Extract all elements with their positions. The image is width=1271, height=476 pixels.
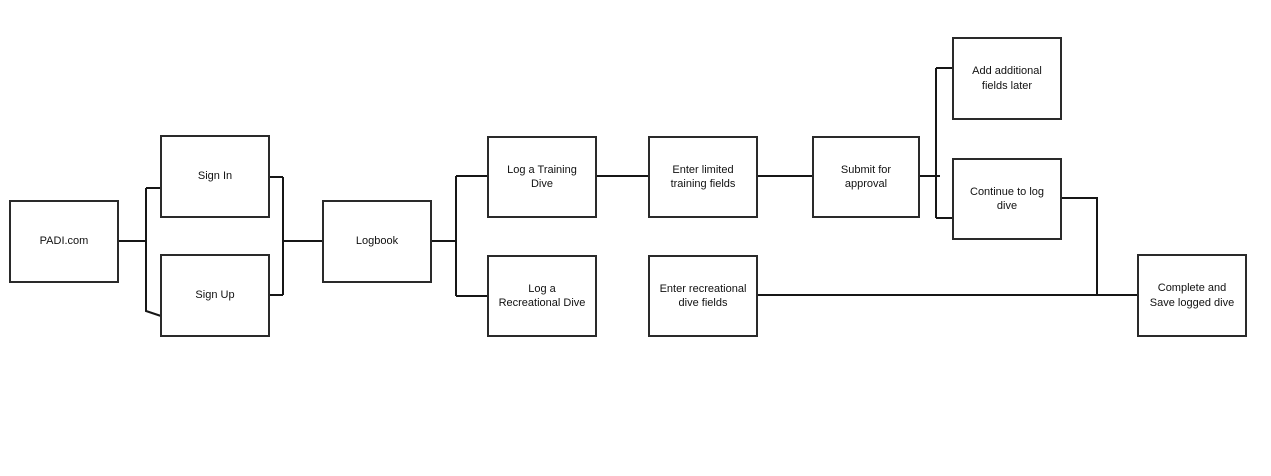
node-label: Add additional fields later (972, 65, 1042, 92)
node-label: Logbook (355, 235, 399, 248)
node-enter-recreational-dive-fields: Enter recreational dive fields (648, 255, 758, 337)
node-continue-to-log-dive: Continue to log dive (952, 158, 1062, 240)
node-log-a-training-dive: Log a Training Dive (487, 136, 597, 218)
node-submit-for-approval: Submit for approval (812, 136, 920, 218)
node-label: Enter recreational dive fields (659, 282, 747, 309)
node-label: Submit for approval (840, 163, 892, 190)
node-label: Complete and Save logged dive (1149, 282, 1235, 309)
edge-continue-to-join (1062, 197, 1098, 295)
node-sign-up: Sign Up (160, 254, 270, 337)
node-logbook: Logbook (322, 200, 432, 283)
node-sign-in: Sign In (160, 135, 270, 218)
node-add-additional-fields-later: Add additional fields later (952, 37, 1062, 120)
node-enter-limited-training-fields: Enter limited training fields (648, 136, 758, 218)
node-complete-and-save-logged-dive: Complete and Save logged dive (1137, 254, 1247, 337)
node-label: Log a Recreational Dive (498, 282, 586, 309)
node-label: Log a Training Dive (507, 163, 577, 190)
node-label: Sign In (197, 170, 233, 183)
node-log-a-recreational-dive: Log a Recreational Dive (487, 255, 597, 337)
node-label: Sign Up (195, 289, 235, 302)
node-label: Continue to log dive (970, 185, 1044, 212)
edge-padi-branch-vertical (145, 188, 162, 317)
node-label: Enter limited training fields (670, 163, 736, 190)
node-padi-com: PADI.com (9, 200, 119, 283)
node-label: PADI.com (39, 235, 89, 248)
